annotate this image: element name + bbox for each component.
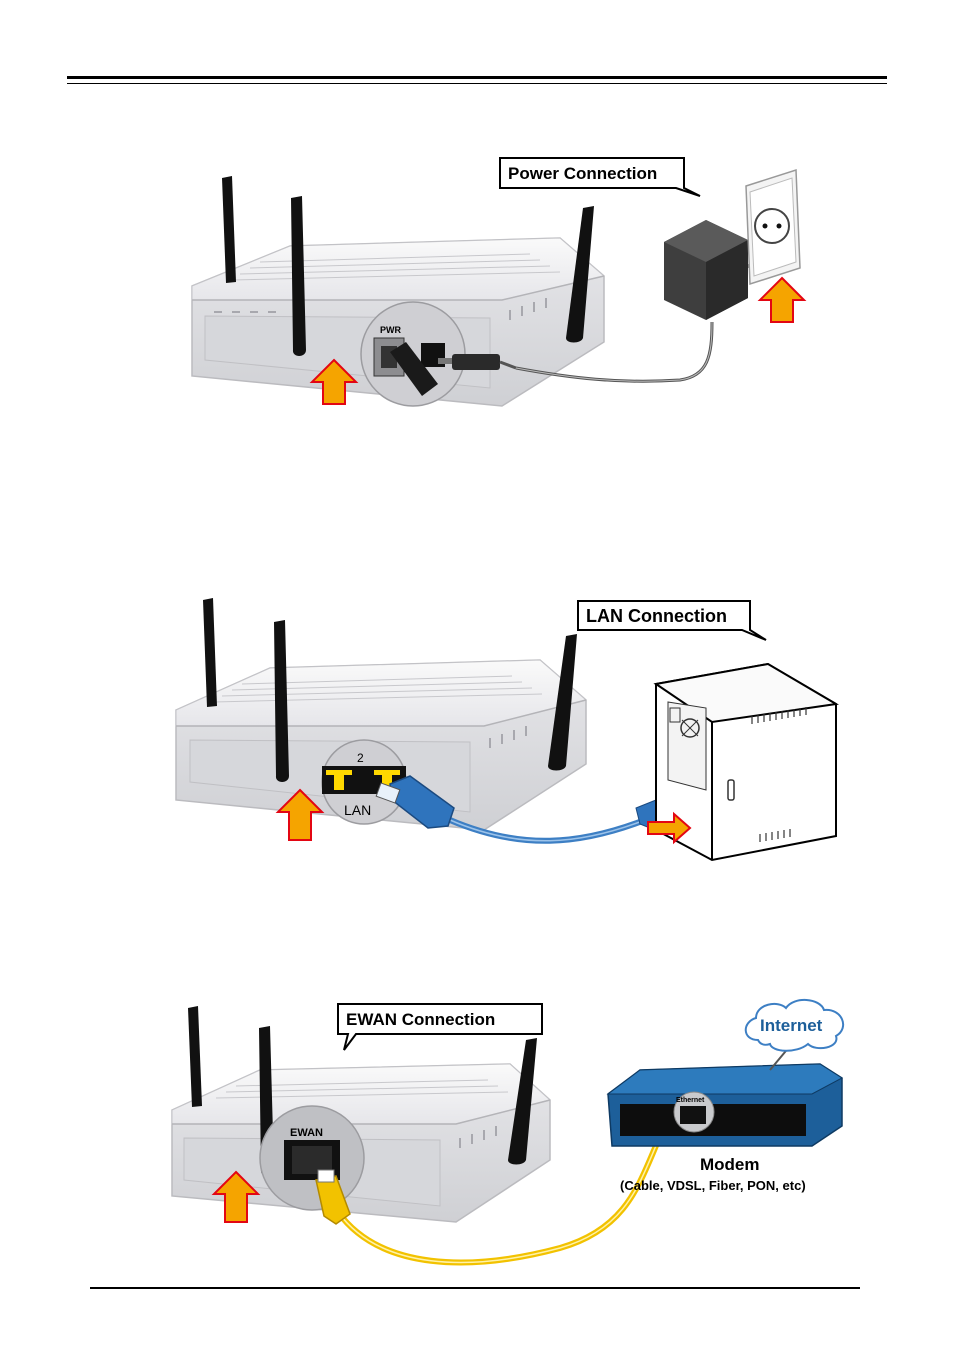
antenna-icon [222, 176, 236, 283]
cloud-icon: Internet [744, 999, 845, 1052]
arrow-up-icon [211, 1170, 261, 1223]
modem-ethernet-label: Ethernet [676, 1097, 705, 1104]
arrow-up-icon [309, 358, 359, 405]
lan-connection-title: LAN Connection [586, 606, 727, 626]
ewan-connection-figure: EWAN Ethernet Internet Modem (Cable, VDS… [171, 999, 845, 1266]
ewan-port-zoom: EWAN [259, 1105, 365, 1211]
antenna-icon [508, 1038, 537, 1165]
header-rule-thin [67, 83, 887, 84]
internet-label: Internet [760, 1016, 823, 1035]
rj45-connector-icon [315, 1169, 351, 1225]
header-rule-thick [67, 76, 887, 79]
rj45-connector-icon [375, 775, 455, 829]
wall-outlet-icon [745, 168, 801, 286]
antenna-icon [291, 196, 306, 356]
power-connection-title: Power Connection [508, 164, 657, 183]
lan-port-label: LAN [344, 802, 371, 818]
ewan-port-label: EWAN [290, 1127, 323, 1139]
modem-title: Modem [700, 1155, 760, 1174]
ewan-connection-callout: EWAN Connection [337, 1003, 543, 1051]
arrow-up-icon [275, 788, 325, 841]
footer-rule [90, 1287, 860, 1289]
pwr-port-zoom: PWR [360, 301, 466, 407]
antenna-icon [566, 206, 594, 343]
antenna-icon [274, 620, 289, 782]
arrow-right-icon [647, 811, 692, 845]
power-plug-icon [438, 354, 517, 370]
lan-connection-callout: LAN Connection [577, 600, 767, 641]
power-connection-callout: Power Connection [499, 157, 701, 197]
lan-port-number: 2 [357, 751, 364, 765]
pc-tower-icon [653, 662, 839, 862]
pwr-port-label: PWR [380, 325, 401, 335]
modem-icon: Ethernet [606, 1063, 843, 1147]
antenna-icon [188, 1006, 202, 1107]
modem-subtitle: (Cable, VDSL, Fiber, PON, etc) [620, 1178, 806, 1193]
power-connection-figure: PWR Power Connection [191, 157, 807, 407]
antenna-icon [203, 598, 217, 707]
power-adapter-icon [664, 220, 762, 320]
lan-connection-figure: 2 LAN LAN Con [175, 598, 839, 862]
arrow-up-icon [757, 276, 807, 323]
ewan-connection-title: EWAN Connection [346, 1010, 495, 1029]
antenna-icon [548, 634, 577, 771]
